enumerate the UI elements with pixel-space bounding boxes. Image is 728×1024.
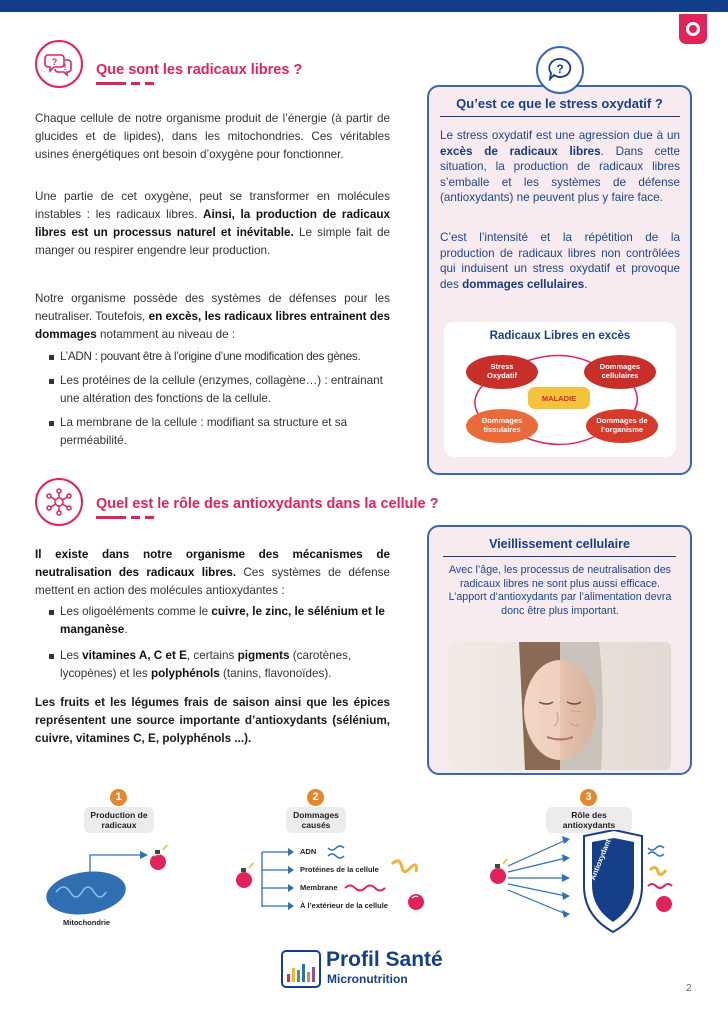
membrane-icon [647, 883, 673, 889]
stress-label: Stress Oxydatif [486, 362, 517, 380]
stress-paragraph-1: Le stress oxydatif est une agression due… [440, 129, 680, 204]
stress-box-title: Qu’est ce que le stress oxydatif ? [456, 96, 663, 111]
radical-icon [490, 868, 506, 884]
paragraph-2: Une partie de cet oxygène, peut se trans… [35, 190, 390, 257]
radical-icon [150, 854, 166, 870]
title-underline [96, 82, 159, 85]
damage-item-exterieur: À l’extérieur de la cellule [300, 901, 388, 910]
fruits-paragraph: Les fruits et les légumes frais de saiso… [35, 696, 390, 745]
svg-text:!: ! [64, 63, 67, 72]
damage-item-membrane: Membrane [300, 883, 338, 892]
step-1-label: Production de radicaux [84, 807, 154, 833]
list-item: Les oligoéléments comme le cuivre, le zi… [48, 603, 393, 639]
cell-damage-node [584, 355, 656, 389]
membrane-icon [344, 884, 386, 892]
organism-damage-label: Dommages de l’organisme [596, 416, 648, 434]
title-rule [443, 556, 676, 557]
stress-paragraph-2: C’est l’intensité et la répétition de la… [440, 231, 680, 291]
list-item: La membrane de la cellule : modifiant sa… [48, 414, 393, 450]
profil-sante-logo: Profil Santé Micronutrition [281, 948, 456, 990]
page-number: 2 [686, 983, 692, 994]
step-3-number: 3 [580, 789, 597, 806]
antioxidant-list: Les oligoéléments comme le cuivre, le zi… [48, 603, 393, 689]
diagram-title: Radicaux Libres en excès [489, 330, 631, 342]
maladie-node [528, 387, 590, 409]
vieillissement-text: Avec l’âge, les processus de neutralisat… [448, 564, 672, 617]
step-2-label: Dommages causés [286, 807, 346, 833]
dna-icon [647, 845, 665, 857]
process-illustration [46, 830, 673, 934]
antioxidant-intro: Il existe dans notre organisme des mécan… [35, 548, 390, 597]
mitochondria-label: Mitochondrie [63, 918, 111, 927]
vieillissement-title: Vieillissement cellulaire [489, 537, 630, 551]
protein-icon [648, 865, 668, 877]
tissue-damage-node [466, 409, 538, 443]
list-item: L’ADN : pouvant être à l’origine d’une m… [48, 348, 393, 366]
step-1-number: 1 [110, 789, 127, 806]
bar-chart-logo-icon [281, 950, 321, 988]
molecule-network-icon [35, 478, 83, 526]
title-underline [96, 516, 159, 519]
logo-brand-text: Profil Santé [326, 948, 443, 971]
mitochondria-shape [46, 871, 126, 915]
brand-ring-icon [679, 14, 707, 44]
list-item: Les protéines de la cellule (enzymes, co… [48, 372, 393, 408]
protein-icon [390, 859, 418, 873]
section-title-radicaux: Que sont les radicaux libres ? [96, 62, 303, 78]
logo-sub-text: Micronutrition [327, 972, 408, 986]
organism-damage-node [586, 409, 658, 443]
step-3-label: Rôle des antioxydants [546, 807, 632, 833]
top-bar [0, 0, 728, 12]
tissue-damage-label: Dommages tissulaires [481, 416, 523, 434]
aging-face-image [449, 642, 671, 770]
cell-damage-label: Dommages cellulaires [599, 362, 641, 380]
paragraph-3: Notre organisme possède des systèmes de … [35, 292, 390, 341]
question-bubble-icon: ? [536, 46, 584, 94]
damage-item-proteines: Protéines de la cellule [300, 865, 379, 874]
speech-bubbles-icon: ? ! [35, 40, 83, 88]
cycle-arrow [523, 436, 595, 446]
vieillissement-box: Vieillissement cellulaire Avec l’âge, le… [427, 525, 692, 775]
cycle-graphic [466, 354, 658, 446]
step-2-number: 2 [307, 789, 324, 806]
dna-icon [327, 845, 345, 859]
svg-text:?: ? [556, 62, 563, 76]
stress-cycle-diagram: Radicaux Libres en excès Stress Oxydatif… [444, 322, 676, 457]
title-rule [440, 116, 680, 117]
paragraph-1: Chaque cellule de notre organisme produi… [35, 112, 390, 161]
damage-item-adn: ADN [300, 847, 317, 856]
damage-list: L’ADN : pouvant être à l’origine d’une m… [48, 348, 393, 456]
list-item: Les vitamines A, C et E, certains pigmen… [48, 647, 393, 683]
svg-text:?: ? [52, 57, 58, 67]
maladie-label: MALADIE [541, 394, 577, 403]
cell-icon [656, 896, 672, 912]
radical-icon [236, 872, 252, 888]
stress-node [466, 355, 538, 389]
section-title-antioxydants: Quel est le rôle des antioxydants dans l… [96, 496, 439, 512]
